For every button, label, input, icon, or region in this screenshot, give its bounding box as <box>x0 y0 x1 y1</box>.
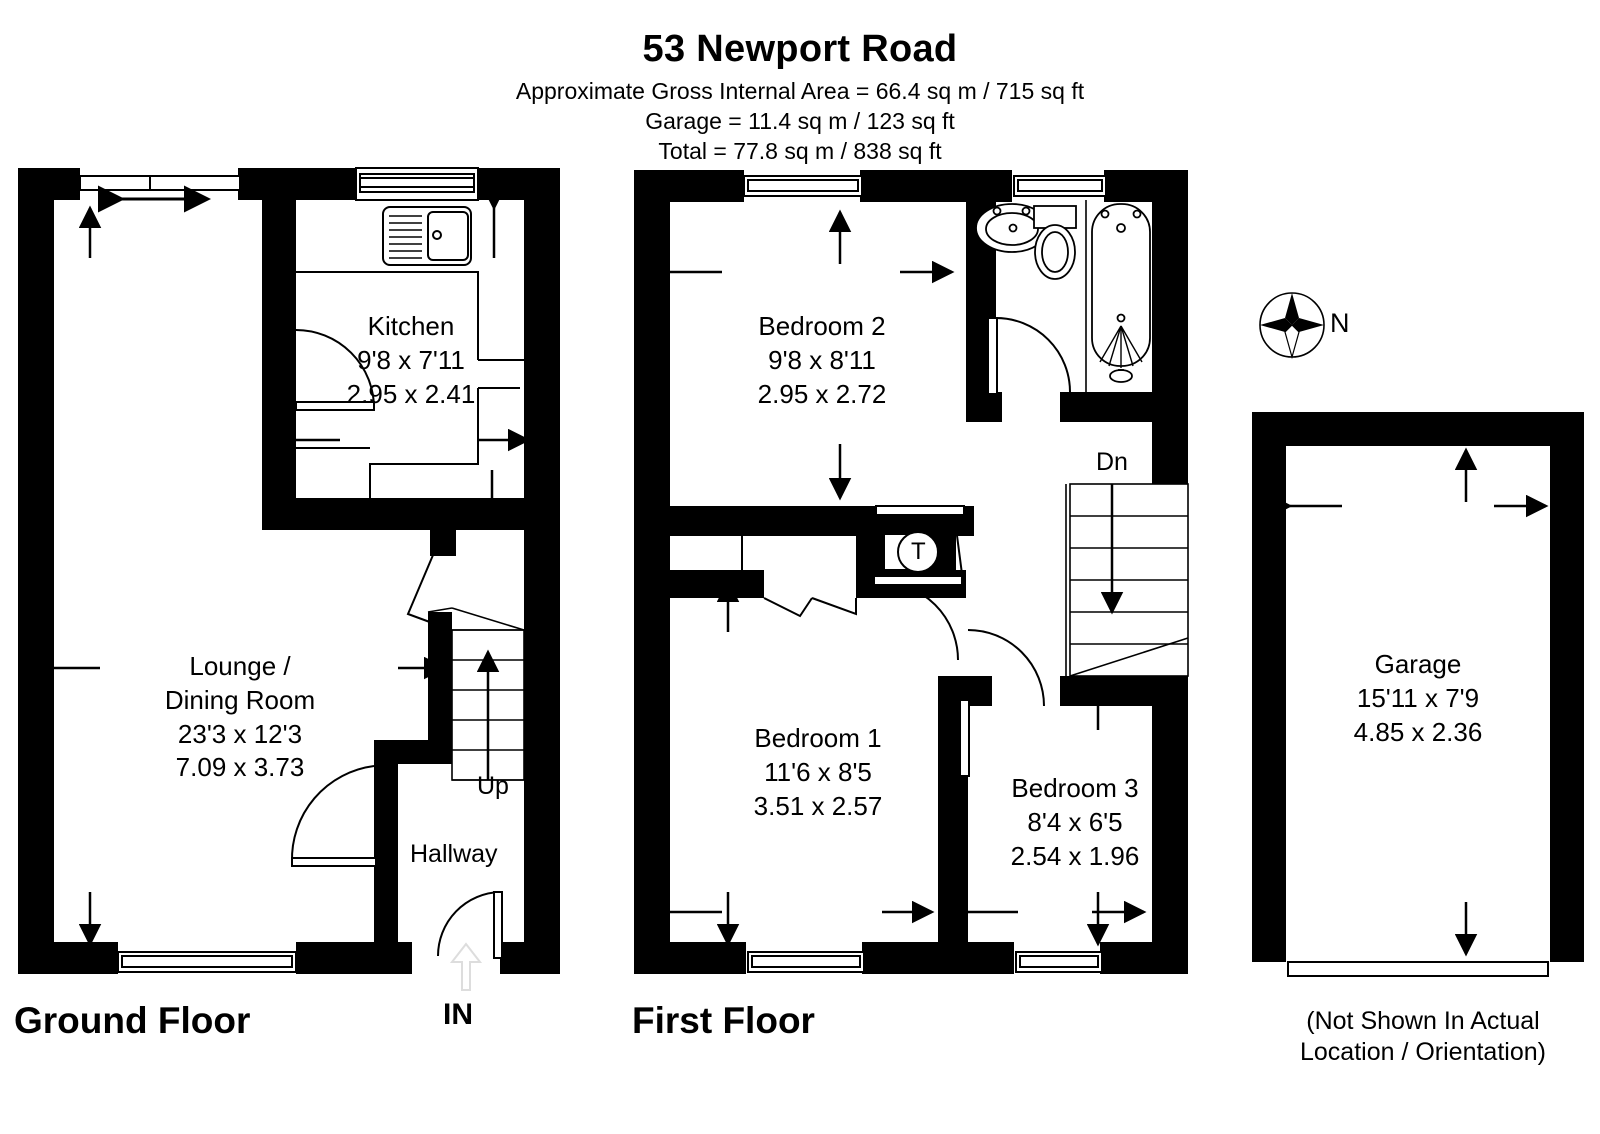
sink-icon <box>975 203 1049 253</box>
ground-dimension-arrows <box>26 188 531 947</box>
garage-dimension-arrows <box>1270 447 1549 957</box>
room-label-kitchen: Kitchen 9'8 x 7'11 2.95 x 2.41 <box>346 311 476 409</box>
bath-shower-icon <box>1091 203 1151 383</box>
kitchen-sink-icon <box>382 206 472 266</box>
first-dimension-arrows <box>648 209 1147 947</box>
garage-door <box>1287 961 1549 977</box>
page-title: 53 Newport Road <box>642 28 958 70</box>
tank-label: T <box>911 538 926 565</box>
stairs-label-dn: Dn <box>1096 448 1128 476</box>
entrance-in-arrow-icon <box>449 942 483 991</box>
bathroom-fixtures <box>975 200 1151 392</box>
tank-cupboard <box>883 531 939 573</box>
first-floor-windows <box>743 175 1107 973</box>
ground-floor-title: Ground Floor <box>14 1000 251 1041</box>
room-label-hallway: Hallway <box>410 840 498 868</box>
toilet-icon <box>1033 205 1077 280</box>
garage-notice-line-1: (Not Shown In Actual <box>1306 1007 1540 1035</box>
room-label-lounge-dining: Lounge / Dining Room 23'3 x 12'3 7.09 x … <box>164 651 316 783</box>
room-label-garage: Garage 15'11 x 7'9 4.85 x 2.36 <box>1353 649 1483 747</box>
first-floor-plan <box>634 170 1189 974</box>
room-label-bedroom-2: Bedroom 2 9'8 x 8'11 2.95 x 2.72 <box>757 311 887 409</box>
room-label-bedroom-1: Bedroom 1 11'6 x 8'5 3.51 x 2.57 <box>753 723 883 821</box>
area-line-garage: Garage = 11.4 sq m / 123 sq ft <box>645 107 955 134</box>
lounge-door <box>290 765 377 867</box>
kitchen-counters <box>296 271 524 530</box>
area-line-internal: Approximate Gross Internal Area = 66.4 s… <box>515 77 1085 104</box>
garage-notice-line-2: Location / Orientation) <box>1300 1038 1546 1067</box>
plan-header: 53 Newport Road Approximate Gross Intern… <box>0 0 1600 167</box>
first-floor-doors <box>667 317 1071 777</box>
first-floor-stairs <box>1065 483 1189 677</box>
entrance-label-in: IN <box>443 998 473 1031</box>
kitchen-door <box>295 329 375 411</box>
first-floor-title: First Floor <box>632 1000 815 1041</box>
entrance-door <box>437 891 503 959</box>
area-line-total: Total = 77.8 sq m / 838 sq ft <box>658 137 942 164</box>
room-label-bedroom-3: Bedroom 3 8'4 x 6'5 2.54 x 1.96 <box>1010 773 1140 871</box>
garage-walls <box>1252 412 1584 962</box>
ground-floor-plan <box>18 167 560 991</box>
compass-rose-icon <box>1259 292 1325 360</box>
stairs-label-up: Up <box>477 772 509 800</box>
garage-location-notice: (Not Shown In Actual Location / Orientat… <box>1258 1006 1588 1069</box>
hall-kitchen-door <box>406 547 447 629</box>
compass-north-label: N <box>1330 308 1350 338</box>
ground-floor-walls <box>18 167 560 974</box>
garage-plan <box>1252 412 1584 977</box>
